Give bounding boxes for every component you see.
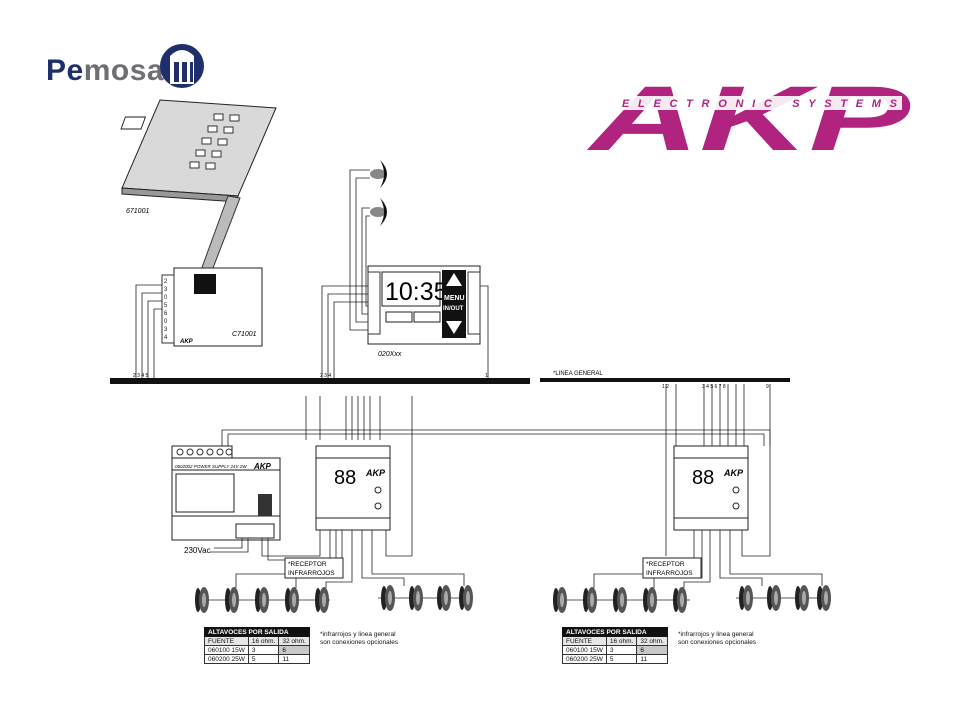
clock-inout-label: IN/OUT: [443, 306, 464, 312]
main-bus-right: [540, 378, 790, 382]
table-cell: 3: [605, 645, 638, 655]
note-line: son conexiones opcionales: [678, 639, 757, 646]
optional-note-right: *infrarrojos y linea general son conexio…: [678, 631, 756, 647]
controller-code: C71001: [232, 331, 257, 338]
table-cell: 11: [278, 654, 310, 664]
pemosa-logo-text: Pemosa: [46, 54, 165, 87]
clock-timer-020xxx: 10:35 MENU IN/OUT 020Xxx: [367, 265, 481, 358]
amp-left-brand: AKP: [365, 468, 386, 478]
bus-terminal-right-c: 9: [766, 384, 769, 390]
amplifier-left: 88 AKP: [315, 445, 391, 531]
speaker-icon: [195, 587, 209, 613]
controller-brand: AKP: [179, 339, 194, 345]
speaker-icon: [459, 585, 473, 611]
ceiling-speaker-icon: [370, 160, 387, 226]
bus-terminals-clock: 2 3 4: [320, 373, 331, 379]
psu-label: 0602002 POWER SUPPLY 24V 2W: [175, 464, 247, 469]
speaker-icon: [583, 587, 597, 613]
clock-menu-label: MENU: [444, 295, 465, 302]
speaker-icon: [315, 587, 329, 613]
mains-label: 230Vac: [184, 546, 211, 555]
svg-text:4: 4: [164, 335, 168, 341]
speaker-icon: [795, 585, 809, 611]
bus-terminals-right-b: 3 4 5 6 7 8: [702, 384, 726, 390]
bus-terminals-right-a: 1 2: [662, 384, 669, 390]
clock-code: 020Xxx: [378, 351, 402, 358]
table-cell: 3: [247, 645, 280, 655]
table-cell: 5: [605, 654, 638, 664]
speaker-table-title: ALTAVOCES POR SALIDA: [204, 627, 310, 637]
receptor-left-line2: INFRARROJOS: [288, 570, 335, 577]
speaker-icon: [381, 585, 395, 611]
svg-text:5: 5: [164, 303, 168, 309]
speaker-table-title: ALTAVOCES POR SALIDA: [562, 627, 668, 637]
table-cell: 5: [247, 654, 280, 664]
table-cell: 6: [636, 645, 668, 655]
svg-text:6: 6: [164, 311, 168, 317]
speaker-icon: [739, 585, 753, 611]
speaker-icon: [409, 585, 423, 611]
amplifier-right: 88 AKP: [673, 445, 749, 531]
bus-terminal-far: 1: [485, 373, 488, 379]
pemosa-emblem-icon: [160, 44, 204, 88]
table-cell: 060100 15W: [204, 645, 249, 655]
speaker-icon: [225, 587, 239, 613]
note-line: son conexiones opcionales: [320, 639, 399, 646]
svg-text:0: 0: [164, 295, 168, 301]
speaker-icon: [673, 587, 687, 613]
table-header-cell: 32 ohm.: [636, 636, 668, 646]
power-supply-0602002: 0602002 POWER SUPPLY 24V 2W AKP: [171, 445, 281, 541]
keypad-code: 671001: [126, 208, 149, 215]
speaker-icon: [285, 587, 299, 613]
akp-logo-text: AKP: [587, 68, 911, 170]
amp-left-digits: 88: [334, 467, 356, 489]
bus-terminals-keypad: 2 3 4 5: [133, 373, 149, 379]
svg-text:3: 3: [164, 287, 168, 293]
speaker-icon: [437, 585, 451, 611]
table-cell: 060200 25W: [562, 654, 607, 664]
amp-right-digits: 88: [692, 467, 714, 489]
receptor-left: *RECEPTOR INFRARROJOS: [284, 557, 344, 579]
svg-text:2: 2: [164, 279, 168, 285]
receptor-left-line1: *RECEPTOR: [288, 561, 327, 568]
svg-text:3: 3: [164, 327, 168, 333]
amp-right-brand: AKP: [723, 468, 744, 478]
table-cell: 060100 15W: [562, 645, 607, 655]
speaker-icon: [817, 585, 831, 611]
table-cell: 060200 25W: [204, 654, 249, 664]
speaker-icon: [643, 587, 657, 613]
akp-logo: AKP ELECTRONIC SYSTEMS: [587, 68, 911, 170]
table-header-cell: 16 ohm.: [247, 636, 280, 646]
psu-brand: AKP: [253, 462, 272, 471]
table-cell: 6: [278, 645, 310, 655]
main-bus-left: [110, 378, 530, 384]
svg-text:0: 0: [164, 319, 168, 325]
optional-note-left: *infrarrojos y linea general son conexio…: [320, 631, 398, 647]
controller-c71001: 2 3 0 5 6 0 3 4 C71001 AKP: [161, 267, 263, 347]
linea-general-label: *LINEA GENERAL: [553, 371, 603, 377]
receptor-right-line1: *RECEPTOR: [646, 561, 685, 568]
speaker-row-right: [553, 585, 831, 613]
note-line: *infrarrojos y linea general: [320, 631, 396, 638]
clock-time: 10:35: [385, 278, 448, 306]
table-header-cell: FUENTE: [204, 636, 249, 646]
table-header-cell: 16 ohm.: [605, 636, 638, 646]
table-header-cell: 32 ohm.: [278, 636, 310, 646]
speaker-row-left: [195, 585, 473, 613]
receptor-right-line2: INFRARROJOS: [646, 570, 693, 577]
note-line: *infrarrojos y linea general: [678, 631, 754, 638]
speaker-icon: [613, 587, 627, 613]
keypad-671001: 671001: [120, 99, 277, 287]
speaker-icon: [255, 587, 269, 613]
table-header-cell: FUENTE: [562, 636, 607, 646]
speaker-icon: [553, 587, 567, 613]
speaker-icon: [767, 585, 781, 611]
receptor-right: *RECEPTOR INFRARROJOS: [642, 557, 702, 579]
table-cell: 11: [636, 654, 668, 664]
